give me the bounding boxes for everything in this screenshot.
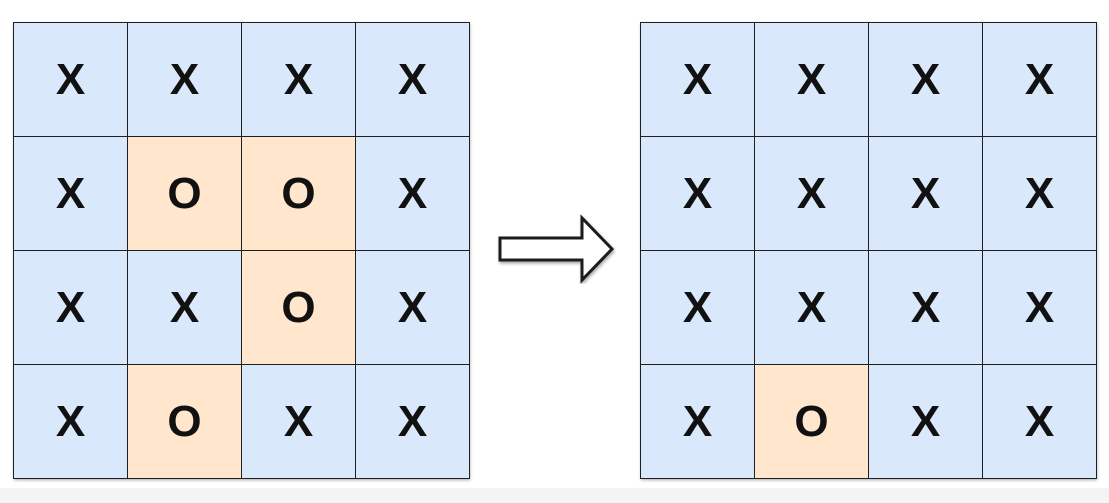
board-cell: O [127, 364, 242, 479]
board-cell: X [640, 364, 755, 479]
board-cell: X [868, 136, 983, 251]
board-cell: X [640, 136, 755, 251]
board-cell: X [640, 250, 755, 365]
board-cell: O [241, 136, 356, 251]
board-cell: X [355, 364, 470, 479]
output-board-grid: X X X X X X X X X X X X X O X X [640, 22, 1097, 479]
board-cell: X [13, 364, 128, 479]
board-cell: X [13, 22, 128, 137]
board-cell: X [982, 364, 1097, 479]
board-cell: X [640, 22, 755, 137]
board-cell: X [868, 250, 983, 365]
right-arrow-icon [498, 214, 615, 284]
board-cell: X [241, 22, 356, 137]
board-cell: X [127, 22, 242, 137]
board-cell: X [241, 364, 356, 479]
board-cell: X [13, 250, 128, 365]
board-cell: X [127, 250, 242, 365]
board-cell: O [754, 364, 869, 479]
board-cell: X [355, 250, 470, 365]
board-cell: X [754, 250, 869, 365]
bottom-strip [0, 488, 1109, 503]
board-cell: X [355, 22, 470, 137]
board-cell: X [13, 136, 128, 251]
board-cell: X [754, 136, 869, 251]
board-cell: O [241, 250, 356, 365]
board-cell: X [982, 136, 1097, 251]
board-cell: X [355, 136, 470, 251]
board-cell: X [754, 22, 869, 137]
input-board-grid: X X X X X O O X X X O X X O X X [13, 22, 470, 479]
board-cell: X [982, 22, 1097, 137]
board-cell: X [982, 250, 1097, 365]
board-cell: O [127, 136, 242, 251]
board-cell: X [868, 364, 983, 479]
board-cell: X [868, 22, 983, 137]
